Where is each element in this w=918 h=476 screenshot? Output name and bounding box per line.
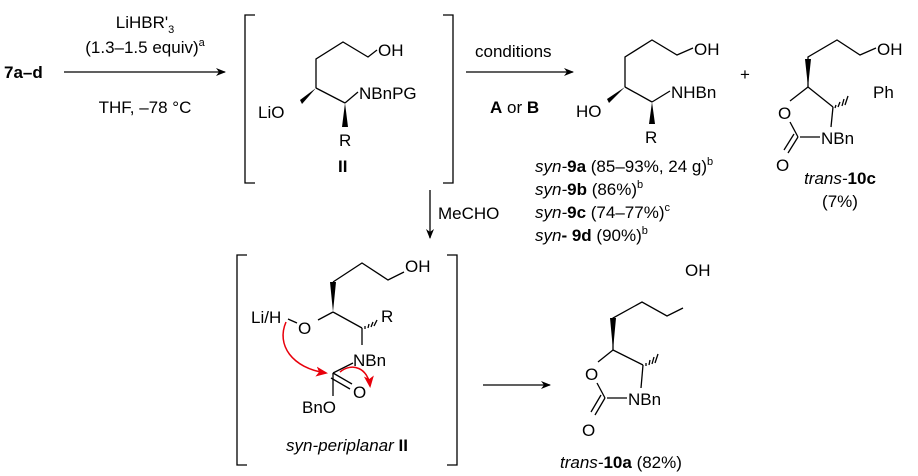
- carbonyl-oxygen-label: O: [353, 383, 366, 402]
- amine-label: NBnPG: [359, 84, 417, 103]
- reaction-arrow-1: LiHBR'3 (1.3–1.5 equiv)a THF, –78 °C: [64, 13, 226, 117]
- compound-10a-label: trans-10a (82%): [560, 453, 682, 472]
- r-group-label: R: [645, 128, 657, 147]
- compound-10c-label: trans-10c: [804, 169, 876, 188]
- reaction-conditions-1: THF, –78 °C: [99, 98, 192, 117]
- reaction-arrow-down: MeCHO: [426, 190, 499, 239]
- yield-9c: syn-9c (74–77%)c: [535, 202, 670, 222]
- arrow-pushing-2: [339, 366, 374, 388]
- ring-oxygen-label: O: [585, 365, 598, 384]
- yield-9a: syn-9a (85–93%, 24 g)b: [535, 156, 713, 176]
- product-10c-structure: Ph O NBn O OH trans-10c (7%): [776, 39, 903, 211]
- plus-sign: +: [740, 65, 750, 84]
- intermediate-II: OH NBnPG LiO R II: [244, 14, 454, 184]
- syn-periplanar-intermediate: OH Li/H O R NBn O BnO syn-periplanar II: [236, 254, 458, 466]
- reaction-arrow-2: conditions A or B: [466, 42, 574, 117]
- yield-list: syn-9a (85–93%, 24 g)b syn-9b (86%)b syn…: [535, 156, 713, 245]
- starting-material-label: 7a–d: [4, 63, 43, 82]
- amine-label: NBn: [353, 351, 386, 370]
- intermediate-label: II: [338, 157, 347, 176]
- product-9-structure: OH NHBn HO R: [576, 39, 720, 147]
- reagent-lihbr3: LiHBR'3: [116, 13, 175, 36]
- reagent-equiv: (1.3–1.5 equiv)a: [85, 37, 205, 57]
- phenyl-label: Ph: [873, 83, 894, 102]
- carbonyl-oxygen-label: O: [776, 156, 789, 175]
- li-h-label: Li/H: [251, 308, 281, 327]
- arrow-pushing-1: [282, 321, 328, 377]
- r-group-label: R: [381, 307, 393, 326]
- oxygen-label: O: [298, 319, 311, 338]
- yield-9b: syn-9b (86%)b: [535, 179, 643, 199]
- hydroxyl-label-2: HO: [576, 102, 602, 121]
- ring-oxygen-label: O: [778, 104, 791, 123]
- amine-label: NHBn: [671, 83, 716, 102]
- yield-9d: syn- 9d (90%)b: [535, 225, 648, 245]
- yield-10c: (7%): [822, 192, 858, 211]
- syn-periplanar-label: syn-periplanar II: [286, 436, 408, 455]
- carbonyl-oxygen-label: O: [582, 421, 595, 440]
- r-group-label: R: [339, 131, 351, 150]
- product-10a-structure: OH O NBn O trans-10a (82%): [560, 261, 711, 472]
- amine-label: NBn: [628, 390, 661, 409]
- hydroxyl-label: OH: [877, 40, 903, 59]
- reagent-mecho: MeCHO: [438, 204, 499, 223]
- hydroxyl-label: OH: [685, 261, 711, 280]
- hydroxyl-label: OH: [694, 40, 720, 59]
- lithium-alkoxide-label: LiO: [258, 103, 284, 122]
- hydroxyl-label: OH: [405, 257, 431, 276]
- hydroxyl-label: OH: [378, 41, 404, 60]
- conditions-a-or-b: A or B: [490, 98, 539, 117]
- amine-label: NBn: [821, 129, 854, 148]
- benzyloxy-label: BnO: [302, 398, 336, 417]
- conditions-label: conditions: [475, 42, 552, 61]
